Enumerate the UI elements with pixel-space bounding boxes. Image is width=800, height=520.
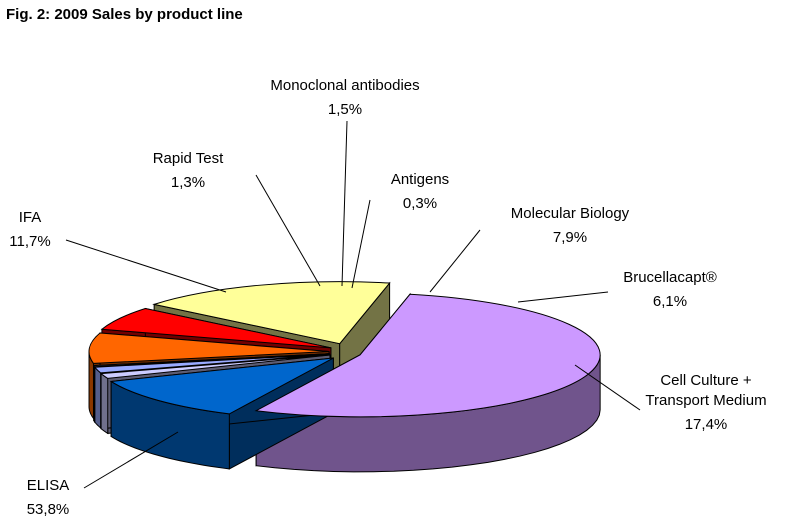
slice-value-monoclonal-antibodies: 1,5%	[328, 101, 362, 118]
pie-slice-brucellacapt	[100, 307, 332, 349]
slice-label-molecular-biology: Molecular Biology	[511, 205, 630, 222]
leader-line-antigens	[351, 199, 371, 289]
slice-label-brucellacapt: Brucellacapt®	[623, 269, 717, 286]
pie-slice-rapid-test	[99, 354, 331, 379]
slice-value-elisa: 53,8%	[27, 501, 70, 518]
slice-value-antigens: 0,3%	[403, 195, 437, 212]
slice-label-antigens: Antigens	[391, 171, 449, 188]
leader-line-cell-culture-transport-medium	[574, 364, 641, 411]
leader-line-elisa	[83, 431, 179, 489]
pie-slice-elisa	[254, 293, 601, 418]
slice-value-brucellacapt: 6,1%	[653, 293, 687, 310]
slice-value-rapid-test: 1,3%	[171, 174, 205, 191]
slice-label-monoclonal-antibodies: Monoclonal antibodies	[270, 77, 419, 94]
leader-line-brucellacapt	[517, 291, 609, 303]
pie-slice-cell-culture-transport-medium	[152, 281, 391, 345]
slice-label-rapid-test: Rapid Test	[153, 150, 224, 167]
pie-slice-molecular-biology	[88, 332, 330, 364]
slice-label-ifa: IFA	[19, 209, 42, 226]
slice-value-molecular-biology: 7,9%	[553, 229, 587, 246]
leader-line-ifa	[65, 239, 227, 293]
leader-line-rapid-test	[255, 174, 321, 287]
leader-line-monoclonal-antibodies	[341, 120, 348, 287]
slice-label-elisa: ELISA	[27, 477, 70, 494]
slice-value-cell-culture-transport-medium: 17,4%	[685, 416, 728, 433]
slice-value-ifa: 11,7%	[9, 233, 50, 250]
pie-slice-antigens	[92, 353, 330, 368]
slice-label-cell-culture-transport-medium-line-2: Transport Medium	[645, 392, 766, 409]
slice-label-cell-culture-transport-medium-line-1: Cell Culture +	[660, 372, 752, 389]
leader-line-molecular-biology	[429, 229, 481, 293]
slice-rim-rapid-test	[100, 372, 109, 435]
figure-title: Fig. 2: 2009 Sales by product line	[6, 6, 243, 23]
slice-rim-monoclonal-antibodies	[94, 365, 102, 429]
pie-slice-ifa	[109, 357, 334, 415]
